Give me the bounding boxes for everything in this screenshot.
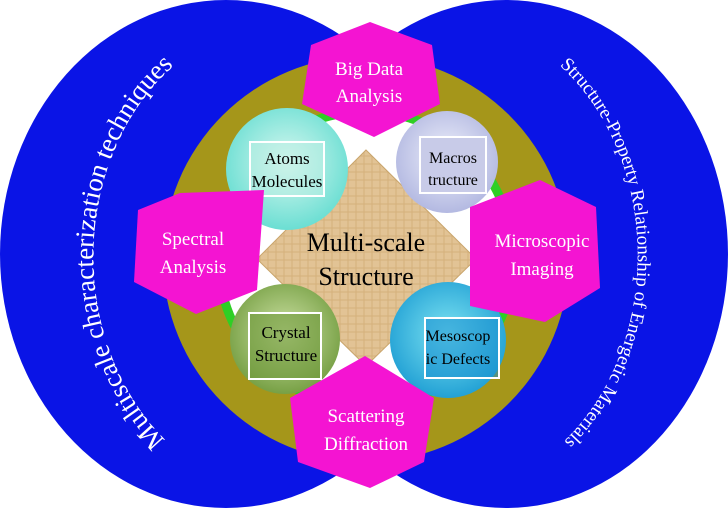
spectral-label-line1: Spectral: [162, 229, 224, 250]
microscopic-label-line2: Imaging: [510, 259, 574, 280]
microscopic-pentagon: [470, 180, 600, 322]
big-data-pentagon: [302, 22, 440, 137]
technique-microscopic-imaging: Microscopic Imaging: [470, 180, 600, 322]
meso-frame: [424, 317, 500, 379]
technique-scattering-diffraction: Scattering Diffraction: [290, 356, 434, 488]
crystal-frame: [248, 312, 322, 380]
macro-label-line1: Macros: [429, 150, 477, 167]
technique-big-data-analysis: Big Data Analysis: [302, 22, 440, 137]
big-data-label-line2: Analysis: [336, 86, 403, 107]
meso-label-line1: Mesoscop: [426, 328, 491, 345]
scale-macrostructure: Macros tructure: [396, 111, 498, 213]
big-data-label-line1: Big Data: [335, 59, 404, 80]
scale-crystal-structure: Crystal Structure: [230, 284, 340, 394]
scale-mesoscopic-defects: Mesoscop ic Defects: [390, 282, 506, 398]
microscopic-label-line1: Microscopic: [495, 231, 590, 252]
atoms-frame: [249, 141, 325, 197]
atoms-label-line2: Molecules: [252, 172, 323, 191]
macro-frame: [419, 136, 487, 194]
crystal-label-line2: Structure: [255, 346, 317, 365]
technique-spectral-analysis: Spectral Analysis: [134, 190, 264, 314]
center-title-line2: Structure: [318, 262, 413, 291]
scattering-label-line1: Scattering: [327, 406, 405, 427]
scattering-pentagon: [290, 356, 434, 488]
crystal-label-line1: Crystal: [261, 323, 310, 342]
scattering-label-line2: Diffraction: [324, 434, 409, 455]
meso-label-line2: ic Defects: [426, 351, 490, 368]
spectral-label-line2: Analysis: [160, 257, 227, 278]
macro-label-line2: tructure: [428, 172, 478, 189]
atoms-label-line1: Atoms: [264, 149, 309, 168]
spectral-pentagon: [134, 190, 264, 314]
center-title-line1: Multi-scale: [307, 228, 425, 257]
